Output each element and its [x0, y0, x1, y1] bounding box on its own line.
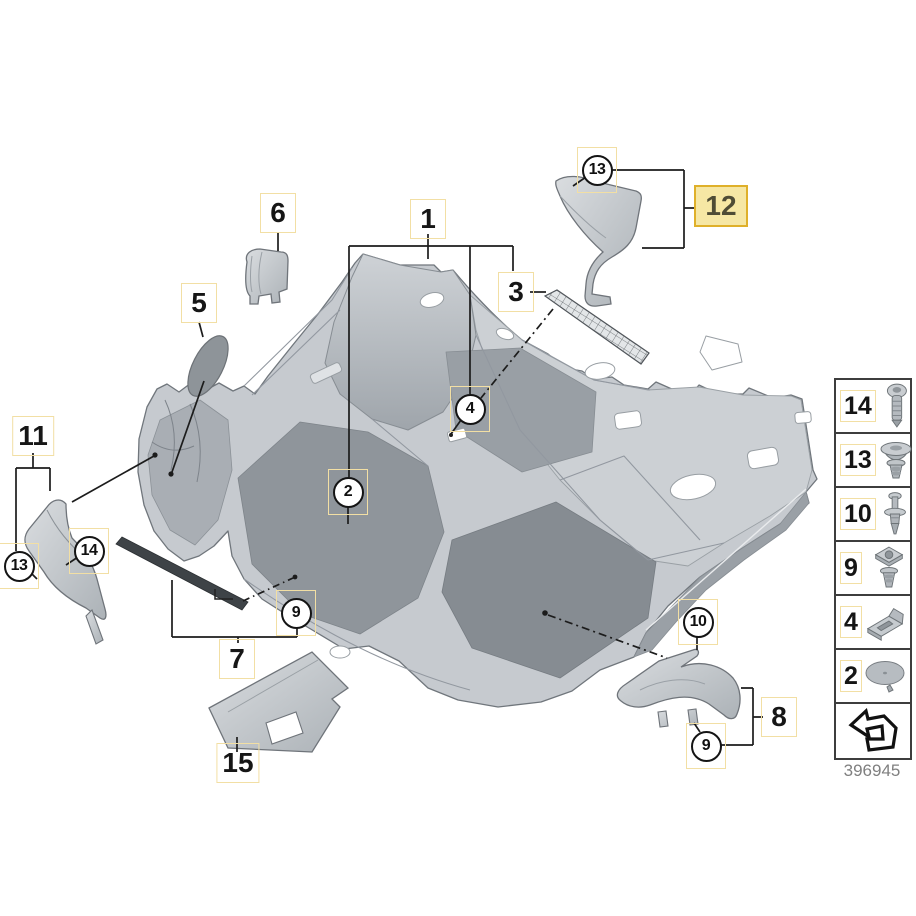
callout-9-bottom[interactable]: 9: [686, 723, 726, 769]
clamp-nut-icon: [870, 544, 908, 592]
legend-row-10[interactable]: 10: [836, 488, 910, 542]
callout-8[interactable]: 8: [761, 697, 797, 737]
legend-row-4[interactable]: 4: [836, 596, 910, 650]
diagram-number: 396945: [843, 761, 901, 780]
callout-9-bottom-label: 9: [690, 730, 722, 762]
legend-row-2[interactable]: 2: [836, 650, 910, 704]
legend-label-9: 9: [840, 552, 862, 584]
push-rivet-icon: [876, 437, 916, 483]
callout-14-left-label: 14: [73, 535, 105, 567]
legend-back-arrow-cell[interactable]: [836, 704, 910, 758]
callout-4-label: 4: [454, 393, 486, 425]
legend-row-13[interactable]: 13: [836, 434, 912, 488]
callout-2[interactable]: 2: [328, 469, 368, 515]
legend-label-2: 2: [840, 660, 862, 692]
callout-4[interactable]: 4: [450, 386, 490, 432]
cover-disc-icon: [862, 654, 910, 698]
pad-part-5-drawing: [187, 335, 229, 397]
legend-label-4: 4: [840, 606, 862, 638]
callout-2-label: 2: [332, 476, 364, 508]
callout-7[interactable]: 7: [219, 639, 255, 679]
retainer-bracket-icon: [864, 599, 908, 645]
callout-14-left[interactable]: 14: [69, 528, 109, 574]
legend-row-14[interactable]: 14: [836, 380, 910, 434]
legend-row-9[interactable]: 9: [836, 542, 910, 596]
callout-12-highlighted[interactable]: 12: [694, 185, 748, 227]
callout-10[interactable]: 10: [678, 599, 718, 645]
sill-trim-part-11-drawing: [24, 499, 107, 645]
callout-3[interactable]: 3: [498, 272, 534, 312]
cowl-trim-part-8-drawing: [616, 648, 741, 728]
return-arrow-icon: [846, 708, 902, 754]
callout-13-top-label: 13: [581, 154, 613, 186]
callout-10-label: 10: [682, 606, 714, 638]
legend-label-10: 10: [840, 498, 876, 530]
callout-9-mid[interactable]: 9: [276, 590, 316, 636]
cover-part-6-drawing: [245, 248, 289, 305]
entry-strip-part-7-drawing: [115, 536, 249, 611]
pillar-trim-part-12-drawing: [555, 175, 642, 307]
net-part-3-drawing: [543, 289, 650, 365]
expansion-rivet-icon: [876, 490, 914, 538]
torx-screw-icon: [876, 382, 914, 430]
footrest-part-15-drawing: [208, 651, 350, 753]
callout-13-top[interactable]: 13: [577, 147, 617, 193]
fastener-legend: 14 13: [834, 378, 912, 760]
callout-9-mid-label: 9: [280, 597, 312, 629]
callout-11[interactable]: 11: [12, 416, 54, 456]
legend-label-13: 13: [840, 444, 876, 476]
callout-1[interactable]: 1: [410, 199, 446, 239]
callout-13-left-label: 13: [3, 550, 35, 582]
callout-5[interactable]: 5: [181, 283, 217, 323]
callout-15[interactable]: 15: [216, 743, 260, 783]
callout-13-left[interactable]: 13: [0, 543, 39, 589]
legend-label-14: 14: [840, 390, 876, 422]
callout-6[interactable]: 6: [260, 193, 296, 233]
